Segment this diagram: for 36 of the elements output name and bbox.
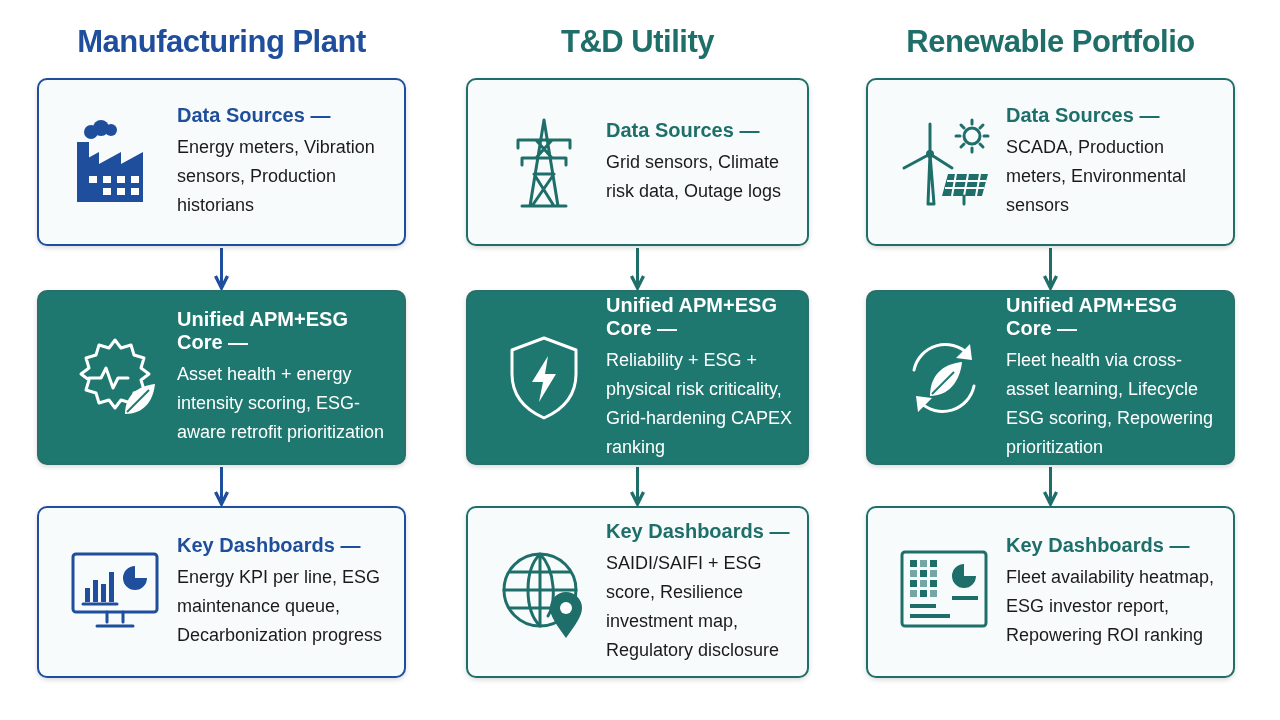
box-text: Fleet availability heatmap, ESG investor report, Repowering ROI ranking bbox=[1006, 566, 1216, 647]
info-box bbox=[866, 78, 1235, 246]
column-title: Renewable Portfolio bbox=[905, 24, 1196, 60]
box-heading: Key Dashboards — bbox=[177, 534, 362, 557]
box-text: SCADA, Production meters, Environmental sensors bbox=[1006, 136, 1188, 217]
arrow bbox=[213, 248, 230, 290]
info-box bbox=[866, 506, 1235, 678]
box-text: Grid sensors, Climate risk data, Outage logs bbox=[606, 150, 783, 203]
info-box bbox=[466, 78, 809, 246]
box-heading: Key Dashboards — bbox=[606, 519, 791, 543]
box-text: Asset health + energy intensity scoring, ESG-aware retrofit prioritization bbox=[177, 363, 386, 444]
box-heading: Unified APM+ESG Core — bbox=[606, 293, 778, 340]
info-box bbox=[37, 506, 406, 678]
column-title: Manufacturing Plant bbox=[76, 24, 367, 60]
box-heading: Data Sources — bbox=[177, 104, 332, 127]
box-text: Fleet health via cross-asset learning, Lifecycle ESG scoring, Repowering prioritization bbox=[1006, 348, 1215, 459]
arrow bbox=[629, 248, 646, 290]
core-panel bbox=[466, 290, 809, 465]
info-box bbox=[37, 78, 406, 246]
core-panel bbox=[37, 290, 406, 465]
box-heading: Data Sources — bbox=[1006, 104, 1161, 127]
box-text: Reliability + ESG + physical risk criticality, Grid-hardening CAPEX ranking bbox=[606, 348, 794, 459]
arrow bbox=[629, 467, 646, 506]
box-heading: Unified APM+ESG Core — bbox=[1006, 293, 1178, 340]
column-title: T&D Utility bbox=[560, 24, 715, 60]
box-heading: Key Dashboards — bbox=[1006, 534, 1191, 557]
box-text: SAIDI/SAIFI + ESG score, Resilience investment map, Regulatory disclosure bbox=[606, 551, 781, 662]
box-text: Energy KPI per line, ESG maintenance queue, Decarbonization progress bbox=[177, 566, 384, 647]
arrow bbox=[1042, 248, 1059, 290]
box-heading: Data Sources — bbox=[606, 118, 761, 142]
arrow bbox=[1042, 467, 1059, 506]
box-heading: Unified APM+ESG Core — bbox=[177, 308, 349, 354]
core-panel bbox=[866, 290, 1235, 465]
arrow bbox=[213, 467, 230, 506]
info-box bbox=[466, 506, 809, 678]
box-text: Energy meters, Vibration sensors, Production historians bbox=[177, 136, 376, 217]
